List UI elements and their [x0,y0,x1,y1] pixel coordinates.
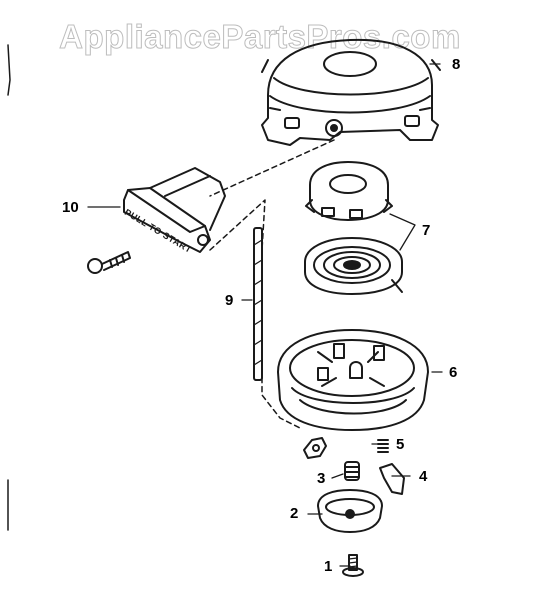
callout-1: 1 [324,558,333,575]
leader-lines [87,63,443,567]
callout-7: 7 [422,222,431,239]
starter-handle [123,167,226,253]
pawl-pin [303,437,327,459]
starter-rope [209,139,335,429]
callout-6: 6 [449,364,458,381]
rope-segment [253,227,263,381]
margin-marks [7,44,11,531]
callout-4: 4 [419,468,428,485]
callout-2: 2 [290,505,299,522]
starter-pulley [277,329,429,431]
pawl-spring [377,439,389,453]
brake-spring [344,461,360,481]
watermark: AppliancePartsPros.com [59,18,461,56]
starter-pawl [379,463,405,495]
starter-housing [261,38,441,146]
center-screw [342,554,364,577]
callout-8: 8 [452,56,461,73]
callout-9: 9 [225,292,234,309]
callout-5: 5 [396,436,405,453]
callout-3: 3 [317,470,326,487]
retainer-cup [317,489,383,533]
recoil-spring-assembly [304,161,403,295]
callout-10: 10 [62,199,79,216]
handle-bolt [87,251,131,274]
